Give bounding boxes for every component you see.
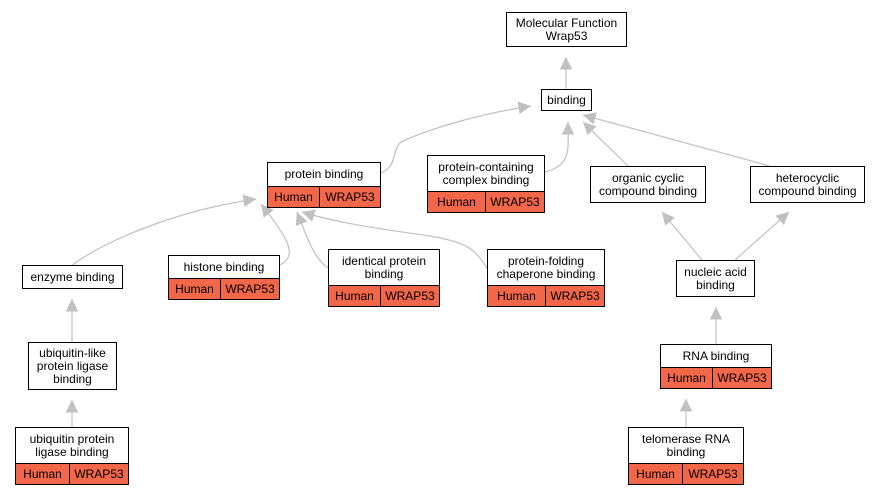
species-cell: Human [629,464,683,484]
annotation-row: Human WRAP53 [427,191,545,213]
edge-protein-folding-chaperone-binding-to-protein-binding-arrowhead [301,209,316,222]
edge-ubiquitin-protein-ligase-binding-to-ubiquitin-like-protein-ligase-binding-arrowhead [65,399,79,413]
edge-rna-binding-to-nucleic-acid-binding-arrowhead [709,306,723,320]
node-label: RNA binding [660,344,772,368]
edge-heterocyclic-compound-binding-to-binding-arrowhead [582,112,597,125]
node-label: heterocyclic compound binding [750,166,865,203]
node-binding[interactable]: binding [541,89,592,111]
node-label: protein binding [267,162,381,187]
edge-nucleic-acid-binding-to-organic-cyclic-compound-binding-arrowhead [661,211,675,226]
edge-enzyme-binding-to-protein-binding [71,198,257,266]
gene-cell[interactable]: WRAP53 [385,289,435,303]
annotation-row: Human WRAP53 [628,463,744,485]
edge-protein-folding-chaperone-binding-to-protein-binding [301,211,488,269]
gene-cell[interactable]: WRAP53 [74,467,124,481]
node-label: histone binding [168,255,280,279]
node-heterocyclic-compound-binding[interactable]: heterocyclic compound binding [750,166,865,203]
edge-ubiquitin-like-protein-ligase-binding-to-enzyme-binding-arrowhead [65,298,79,312]
annotation-row: Human WRAP53 [487,285,605,307]
node-label: Molecular Function Wrap53 [506,12,627,47]
edge-heterocyclic-compound-binding-to-binding [582,114,771,167]
gene-cell[interactable]: WRAP53 [225,282,275,296]
node-label: ubiquitin protein ligase binding [15,427,129,464]
species-cell: Human [169,279,221,299]
node-label: protein-containing complex binding [427,155,545,192]
species-cell: Human [16,464,70,484]
node-label: protein-folding chaperone binding [487,249,605,286]
edge-protein-containing-complex-binding-to-binding-arrowhead [561,121,575,135]
node-label: organic cyclic compound binding [590,166,706,203]
edge-binding-to-root-arrowhead [559,56,573,70]
node-label: telomerase RNA binding [628,427,744,464]
edge-nucleic-acid-binding-to-heterocyclic-compound-binding-arrowhead [775,211,790,226]
gene-cell[interactable]: WRAP53 [490,195,540,209]
annotation-row: Human WRAP53 [267,186,381,208]
node-label: nucleic acid binding [676,260,755,297]
node-root[interactable]: Molecular Function Wrap53 [506,12,627,47]
species-cell: Human [268,187,320,207]
edge-protein-binding-to-binding-arrowhead [517,101,532,115]
node-label: binding [541,89,592,111]
species-cell: Human [329,286,381,306]
species-cell: Human [428,192,486,212]
species-cell: Human [488,286,546,306]
edge-identical-protein-binding-to-protein-binding-arrowhead [295,211,308,226]
annotation-row: Human WRAP53 [168,278,280,300]
annotation-row: Human WRAP53 [660,367,772,389]
node-nucleic-acid-binding[interactable]: nucleic acid binding [676,260,755,297]
gene-cell[interactable]: WRAP53 [325,190,375,204]
node-label: ubiquitin-like protein ligase binding [28,342,117,390]
species-cell: Human [661,368,713,388]
gene-cell[interactable]: WRAP53 [717,371,767,385]
node-enzyme-binding[interactable]: enzyme binding [22,265,123,289]
edge-telomerase-rna-binding-to-rna-binding-arrowhead [679,398,693,412]
edge-enzyme-binding-to-protein-binding-arrowhead [242,194,257,208]
edge-organic-cyclic-compound-binding-to-binding-arrowhead [582,121,597,136]
edge-protein-binding-to-binding [380,105,532,174]
node-label: enzyme binding [22,265,123,289]
annotation-row: Human WRAP53 [15,463,129,485]
node-label: identical protein binding [328,249,440,286]
annotation-row: Human WRAP53 [328,285,440,307]
node-ubiquitin-like-protein-ligase-binding[interactable]: ubiquitin-like protein ligase binding [28,342,117,390]
node-organic-cyclic-compound-binding[interactable]: organic cyclic compound binding [590,166,706,203]
gene-cell[interactable]: WRAP53 [550,289,600,303]
gene-cell[interactable]: WRAP53 [688,467,738,481]
